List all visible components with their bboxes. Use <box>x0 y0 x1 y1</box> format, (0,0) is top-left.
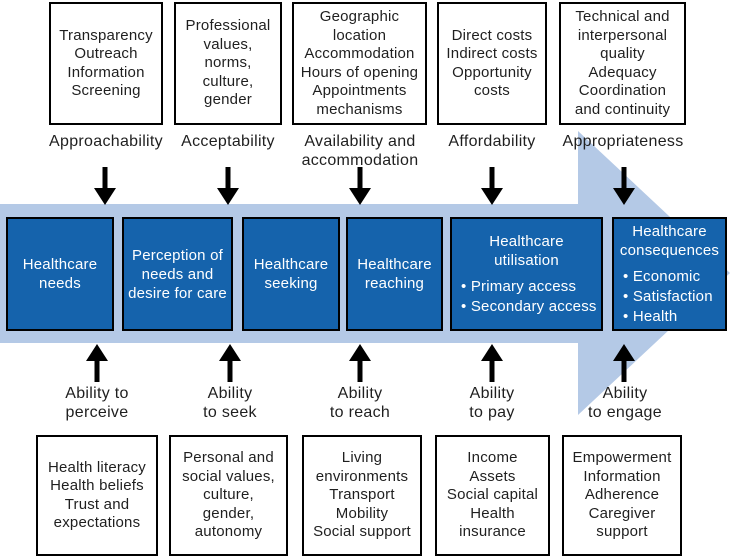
up-arrow-icon <box>219 344 241 382</box>
down-arrow-icon <box>613 167 635 205</box>
ability-label-seek: Ability to seek <box>203 385 257 421</box>
dimension-label-availability: Availability and accommodation <box>301 133 419 169</box>
stage-title: Healthcare reaching <box>357 256 432 292</box>
ability-label-reach: Ability to reach <box>329 385 391 421</box>
stage-bullet-list: Primary access Secondary access <box>452 277 601 317</box>
demand-factor-box-reach: Living environments Transport Mobility S… <box>302 435 422 556</box>
bullet-item: Satisfaction <box>623 287 725 307</box>
bullet-item: Health <box>623 307 725 327</box>
stage-box-healthcare-utilisation: Healthcare utilisation Primary access Se… <box>450 217 603 331</box>
supply-factor-box-acceptability: Professional values, norms, culture, gen… <box>174 2 282 125</box>
demand-factor-box-perceive: Health literacy Health beliefs Trust and… <box>36 435 158 556</box>
demand-factor-box-seek: Personal and social values, culture, gen… <box>169 435 288 556</box>
ability-label-engage: Ability to engage <box>588 385 662 421</box>
down-arrow-icon <box>349 167 371 205</box>
stage-box-healthcare-consequences: Healthcare consequences Economic Satisfa… <box>612 217 727 331</box>
dimension-label-affordability: Affordability <box>448 133 536 150</box>
ability-label-pay: Ability to pay <box>469 385 515 421</box>
up-arrow-icon <box>613 344 635 382</box>
down-arrow-icon <box>217 167 239 205</box>
demand-factor-box-pay: Income Assets Social capital Health insu… <box>435 435 550 556</box>
bullet-item: Economic <box>623 267 725 287</box>
dimension-label-approachability: Approachability <box>49 133 163 150</box>
down-arrow-icon <box>481 167 503 205</box>
dimension-label-acceptability: Acceptability <box>181 133 275 150</box>
supply-factor-box-approachability: Transparency Outreach Information Screen… <box>49 2 163 125</box>
up-arrow-icon <box>481 344 503 382</box>
ability-label-perceive: Ability to perceive <box>65 385 129 421</box>
up-arrow-icon <box>86 344 108 382</box>
bullet-item: Secondary access <box>461 297 601 317</box>
down-arrow-icon <box>94 167 116 205</box>
stage-title: Healthcare seeking <box>253 256 329 292</box>
stage-box-healthcare-needs: Healthcare needs <box>6 217 114 331</box>
stage-box-perception-of-needs: Perception of needs and desire for care <box>122 217 233 331</box>
stage-bullet-list: Economic Satisfaction Health <box>614 267 725 327</box>
stage-title: Healthcare needs <box>22 256 98 292</box>
up-arrow-icon <box>349 344 371 382</box>
supply-factor-box-availability: Geographic location Accommodation Hours … <box>292 2 427 125</box>
supply-factor-box-affordability: Direct costs Indirect costs Opportunity … <box>437 2 547 125</box>
bullet-item: Primary access <box>461 277 601 297</box>
stage-box-healthcare-seeking: Healthcare seeking <box>242 217 340 331</box>
stage-title: Perception of needs and desire for care <box>128 246 227 302</box>
stage-box-healthcare-reaching: Healthcare reaching <box>346 217 443 331</box>
demand-factor-box-engage: Empowerment Information Adherence Caregi… <box>562 435 682 556</box>
stage-title: Healthcare utilisation <box>489 232 564 269</box>
stage-title: Healthcare consequences <box>619 222 720 259</box>
supply-factor-box-appropriateness: Technical and interpersonal quality Adeq… <box>559 2 686 125</box>
dimension-label-appropriateness: Appropriateness <box>562 133 684 150</box>
